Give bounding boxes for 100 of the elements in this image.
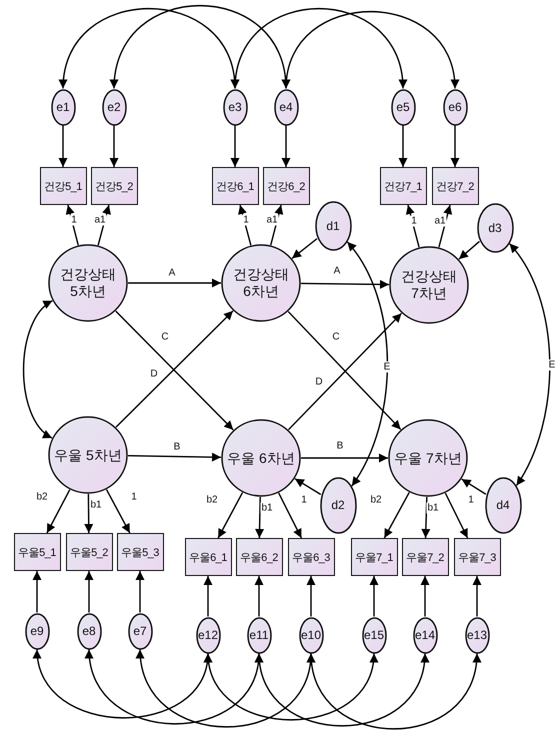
observed-variable-box: 우울5_3 [116,533,164,571]
error-ellipse: e4 [274,88,298,126]
edge-label: 1 [70,214,78,226]
arrow [254,576,264,616]
error-ellipse: e8 [76,612,102,650]
covariance-arrow [346,241,388,486]
arrow [204,576,212,616]
observed-variable-box: 우울6_2 [236,538,282,576]
edge-label: B [172,442,182,452]
observed-variable-box: 우울7_3 [454,538,500,576]
edge-label: a1 [93,214,107,226]
observed-variable-box: 건강5_2 [90,167,138,205]
covariance-arrow [22,300,53,439]
arrow [84,494,94,533]
arrow [301,454,388,462]
edge-label: b2 [369,494,383,506]
arrow [292,238,318,259]
edge-label: C [160,332,170,342]
latent-variable-circle: 건강상태 5차년 [48,244,128,322]
disturbance-ellipse: d2 [320,476,356,534]
arrow [106,489,130,534]
edge-label: B [336,440,344,452]
arrow [370,576,378,616]
arrow [97,204,111,246]
covariance-arrow [508,243,550,486]
edge-label: E [548,360,556,370]
edge-label: 1 [130,492,138,502]
arrow [450,126,460,167]
arrow [300,280,390,289]
error-ellipse: e14 [412,616,438,654]
error-ellipse: e13 [464,616,490,654]
edge-label: A [168,268,176,278]
edge-label: 1 [467,494,475,506]
observed-variable-box: 우울5_1 [14,533,60,571]
error-ellipse: e6 [442,88,468,126]
observed-variable-box: 우울7_1 [350,538,398,576]
covariance-arrow [308,653,480,730]
arrow [32,571,42,612]
arrow [421,496,430,538]
arrow [230,126,240,167]
arrow [406,204,420,248]
error-ellipse: e3 [222,88,248,126]
error-ellipse: e11 [246,616,272,654]
observed-variable-box: 우울7_2 [402,538,448,576]
arrow [255,496,264,538]
arrow [294,478,322,496]
observed-variable-box: 건강6_1 [212,167,258,205]
edge-label: C [331,332,341,342]
error-ellipse: e7 [128,612,152,650]
arrow [444,492,468,538]
covariance-arrow [256,653,428,726]
arrow [282,126,290,167]
arrow [438,204,452,248]
observed-variable-box: 건강7_1 [380,167,426,205]
error-ellipse: e5 [390,88,416,126]
edge-label: D [149,368,159,380]
arrow [461,478,486,495]
covariance-arrow [205,653,377,720]
observed-variable-box: 건강6_2 [262,167,310,205]
latent-variable-circle: 건강상태 7차년 [389,246,469,324]
arrow [136,571,144,612]
error-ellipse: e15 [362,616,386,654]
edge-label: b2 [35,492,49,502]
observed-variable-box: 건강7_2 [432,167,478,205]
arrow [306,576,316,616]
arrow [110,126,118,167]
arrow [58,126,68,167]
arrow [384,492,410,538]
edge-label: 1 [410,216,418,226]
latent-variable-circle: 건강상태 6차년 [221,244,301,322]
observed-variable-box: 우울6_3 [288,538,334,576]
arrow [278,492,302,538]
edge-label: a1 [265,214,279,226]
error-ellipse: e12 [196,616,220,654]
edge-label: A [332,266,342,276]
edge-label: D [314,376,324,388]
covariance-arrow [282,11,458,89]
arrow [472,576,482,616]
latent-variable-circle: 우울 7차년 [388,419,468,497]
edge-label: E [382,362,392,372]
arrow [128,452,222,462]
arrow [46,489,70,534]
arrow [238,204,252,246]
arrow [420,576,430,616]
observed-variable-box: 건강5_1 [40,167,86,205]
error-ellipse: e10 [298,616,324,654]
error-ellipse: e9 [24,612,50,650]
edge-label: 1 [242,214,250,226]
edge-label: 1 [300,494,308,506]
arrow [84,571,94,612]
edge-label: b2 [205,494,219,506]
latent-variable-circle: 우울 5차년 [48,416,128,494]
observed-variable-box: 우울6_1 [184,538,232,576]
edge-label: b1 [260,502,274,514]
observed-variable-box: 우울5_2 [66,533,112,571]
arrow [270,204,284,246]
covariance-arrow [34,649,211,719]
edge-label: a1 [433,216,447,226]
arrow [458,240,480,260]
arrow [66,204,79,246]
